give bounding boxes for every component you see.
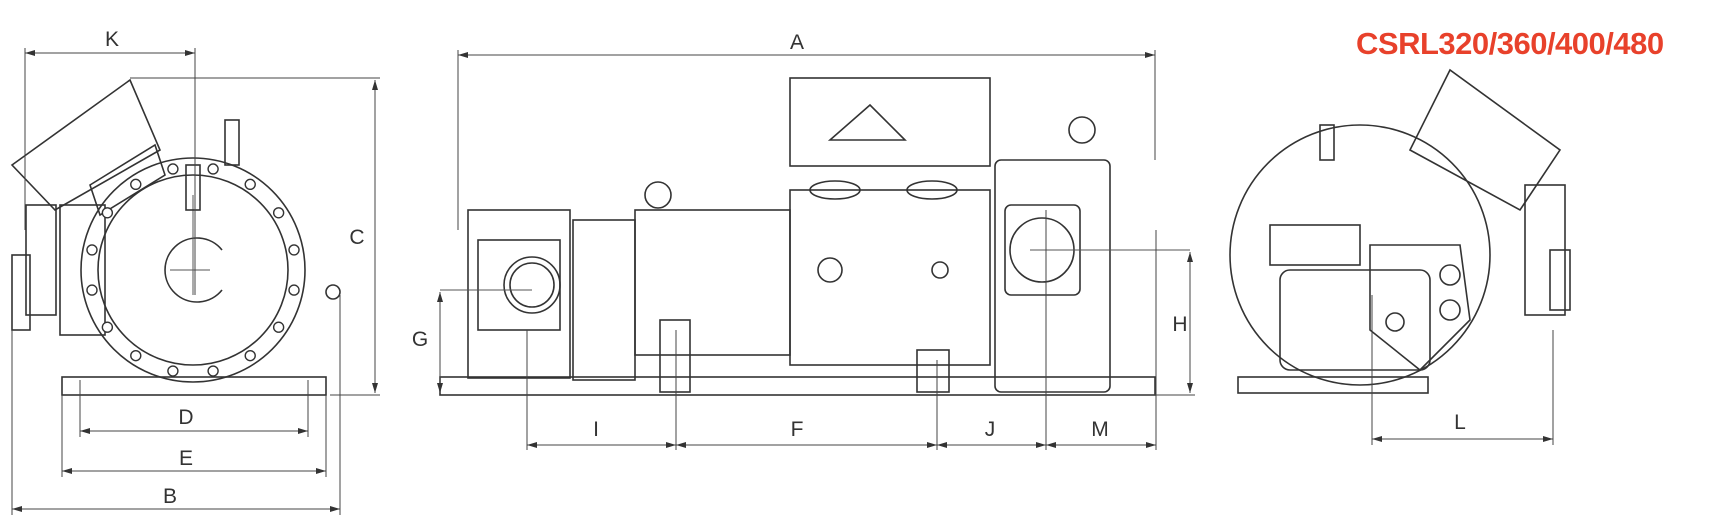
flange-bolt	[167, 163, 179, 175]
dim-label-g: G	[411, 328, 429, 351]
dim-label-f: F	[790, 418, 804, 441]
dim-label-j: J	[984, 418, 996, 441]
dim-label-b: B	[162, 485, 178, 508]
dim-label-h: H	[1172, 313, 1188, 336]
dim-label-i: I	[593, 418, 599, 441]
model-title: CSRL320/360/400/480	[1356, 26, 1664, 61]
dim-label-a: A	[789, 31, 805, 54]
flange-bolt	[101, 207, 114, 219]
flange-bolt	[207, 163, 219, 175]
flange-bolt	[272, 321, 285, 333]
flange-bolt	[272, 207, 285, 219]
right-end-view	[1229, 68, 1571, 394]
flange-bolt	[86, 284, 98, 296]
dim-label-d: D	[178, 406, 194, 429]
flange-bolt	[244, 178, 256, 191]
flange-bolt	[288, 284, 300, 296]
flange-bolt	[167, 365, 179, 377]
flange-bolt	[288, 244, 300, 256]
dim-label-m: M	[1091, 418, 1109, 441]
flange-bolt	[86, 244, 98, 256]
dimension-lines	[11, 48, 1554, 515]
dim-label-e: E	[178, 447, 194, 470]
flange-bolt	[101, 321, 114, 333]
flange-bolt	[130, 178, 142, 191]
dim-label-l: L	[1454, 411, 1466, 434]
flange-bolt	[130, 349, 142, 362]
side-view	[439, 77, 1190, 396]
dim-label-c: C	[349, 226, 365, 249]
left-end-view	[10, 78, 341, 396]
dim-label-k: K	[104, 28, 120, 51]
flange-bolt	[207, 365, 219, 377]
flange-bolt	[244, 349, 256, 362]
